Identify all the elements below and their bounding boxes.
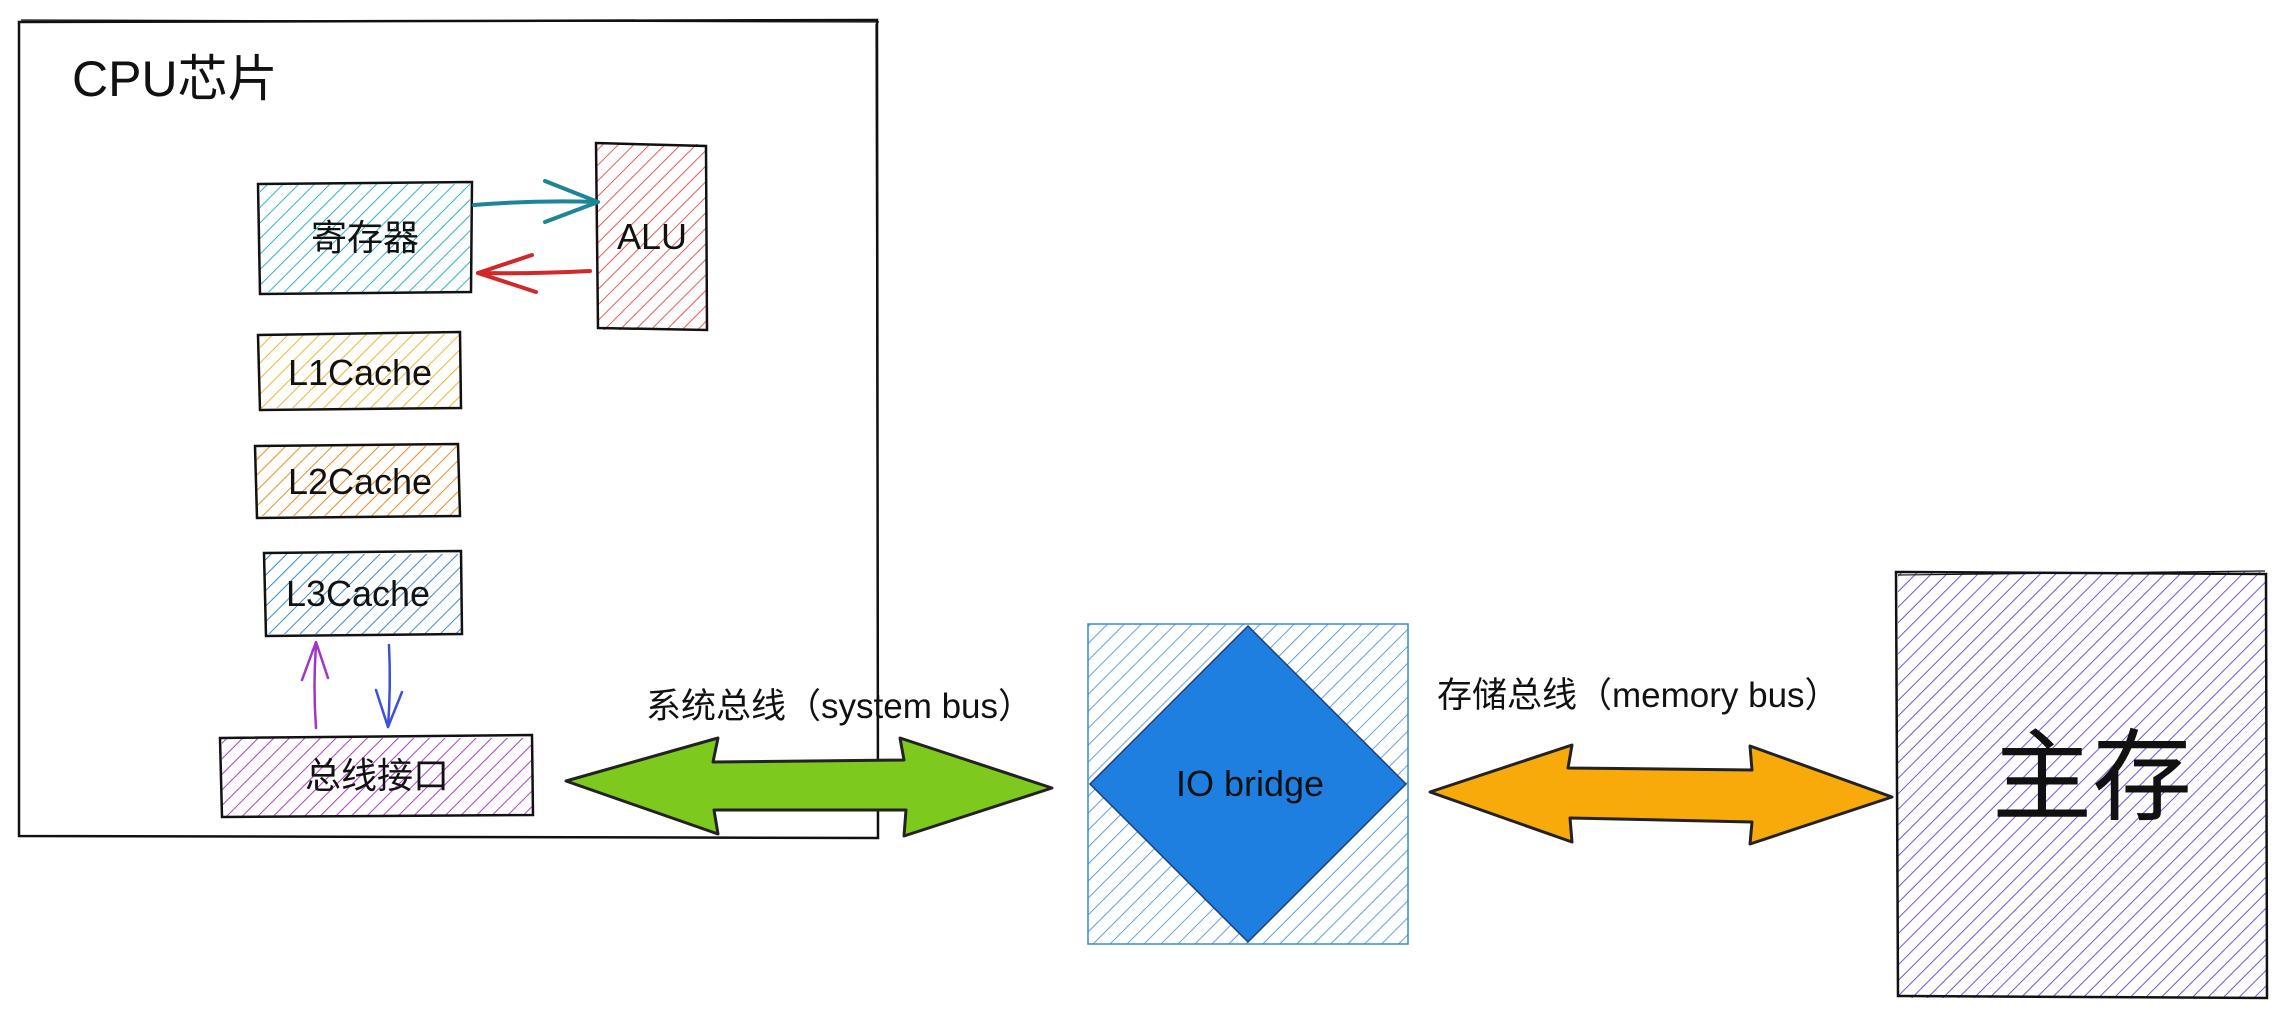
io-bridge-box: IO bridge <box>1087 623 1409 945</box>
alu-box: ALU <box>594 141 709 332</box>
registers-label: 寄存器 <box>311 217 419 258</box>
io-bridge-label: IO bridge <box>1176 763 1324 804</box>
l1-cache-box: L1Cache <box>256 330 463 412</box>
alu-to-registers-arrow <box>476 253 592 294</box>
cpu-chip-title: CPU芯片 <box>72 51 278 107</box>
l3-cache-box: L3Cache <box>262 549 464 638</box>
bus-interface-label: 总线接口 <box>305 755 449 796</box>
l2-cache-box: L2Cache <box>253 442 462 520</box>
l1-cache-label: L1Cache <box>288 352 432 393</box>
bus-interface-box: 总线接口 <box>218 733 535 819</box>
registers-to-alu-arrow <box>472 179 600 224</box>
system-bus-label: 系统总线（system bus） <box>646 687 1033 726</box>
memory-bus-label: 存储总线（memory bus） <box>1437 676 1840 715</box>
bus-interface-to-l3-arrow <box>300 640 330 730</box>
l3-cache-label: L3Cache <box>286 573 430 614</box>
alu-label: ALU <box>617 216 687 257</box>
memory-bus-arrow: 存储总线（memory bus） <box>1428 676 1894 846</box>
cpu-chip: CPU芯片 <box>17 18 880 840</box>
main-memory-label: 主存 <box>1992 722 2192 834</box>
l2-cache-label: L2Cache <box>288 461 432 502</box>
main-memory-box: 主存 <box>1894 570 2269 1000</box>
l3-to-bus-interface-arrow <box>374 643 404 729</box>
registers-box: 寄存器 <box>256 180 474 296</box>
system-bus-arrow: 系统总线（system bus） <box>564 687 1054 838</box>
